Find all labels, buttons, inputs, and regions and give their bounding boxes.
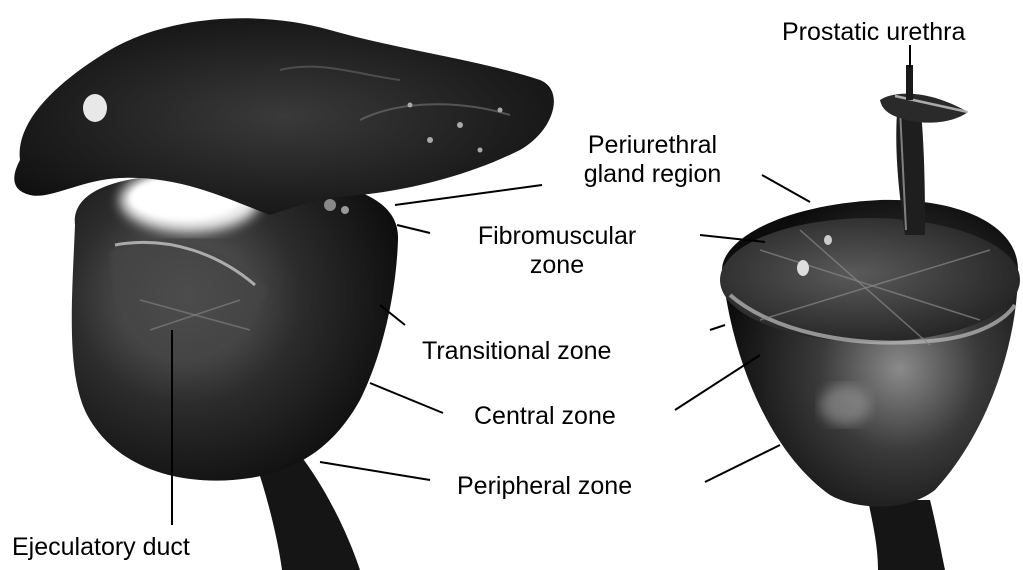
leader-peripheral-left [320, 462, 430, 480]
leader-peripheral-right [705, 445, 780, 482]
right-prostate-illustration [720, 65, 1020, 570]
label-periurethral-gland-region: Periurethral gland region [555, 131, 750, 189]
label-prostatic-urethra: Prostatic urethra [782, 18, 965, 47]
leader-central-left [370, 383, 443, 413]
label-transitional-zone: Transitional zone [422, 337, 611, 366]
label-ejaculatory-duct: Ejeculatory duct [12, 533, 190, 562]
leader-central-right [675, 355, 760, 410]
label-fibromuscular-zone: Fibromuscular zone [432, 222, 682, 280]
label-central-zone: Central zone [474, 402, 616, 431]
label-periurethral-line2: gland region [555, 160, 750, 189]
label-periurethral-line1: Periurethral [555, 131, 750, 160]
label-fibromuscular-line2: zone [432, 251, 682, 280]
label-fibromuscular-line1: Fibromuscular [432, 222, 682, 251]
label-peripheral-zone: Peripheral zone [457, 472, 632, 501]
leader-periurethral-left [395, 185, 542, 205]
leader-periurethral-right [762, 175, 810, 202]
leader-fibromuscular-left [397, 225, 430, 233]
leader-transitional-right [710, 325, 725, 330]
